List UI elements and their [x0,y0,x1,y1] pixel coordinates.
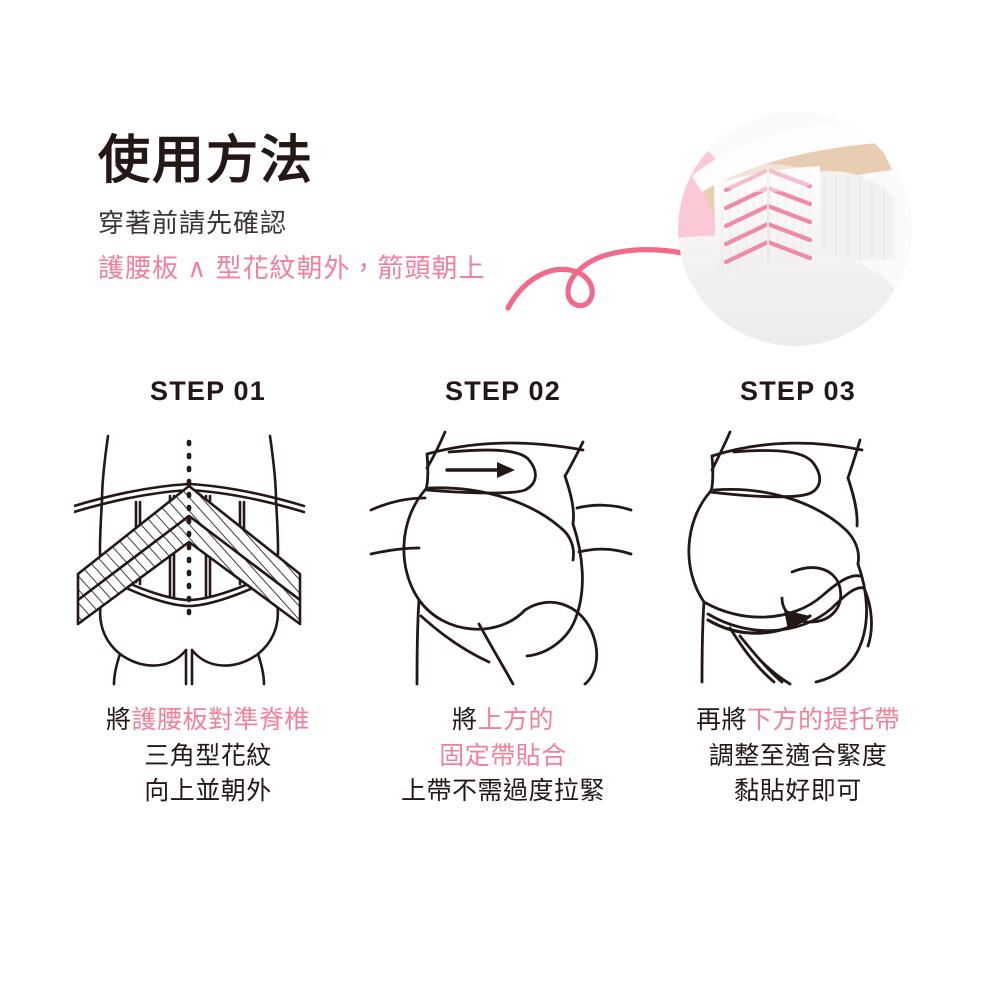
caption-line-1: 將上方的 [401,703,605,739]
caption-line-3: 上帶不需過度拉緊 [401,774,605,810]
caption-text: 調整至適合緊度 [708,741,888,770]
step-01-label: STEP 01 [150,376,266,406]
caption-text: 上帶不需過度拉緊 [400,777,605,805]
step-02: STEP 02 [365,376,641,810]
side-view-lower-strap-icon [687,430,873,686]
caption-highlight: 護腰板對準脊椎 [131,706,311,734]
caption-line-2: 三角型花紋 [106,739,310,775]
curved-arrow-icon [706,610,812,635]
product-photo-illustration [678,112,912,346]
header-subtitle: 穿著前請先確認 [98,208,288,239]
mesh-texture [823,174,885,260]
page-title: 使用方法 [98,132,315,190]
right-arrow-icon [445,462,515,478]
caption-line-2: 固定帶貼合 [401,739,605,775]
product-closeup-photo [678,112,912,346]
header-block: 使用方法 穿著前請先確認 護腰板 ∧ 型花紋朝外，箭頭朝上 [98,132,568,288]
back-view-belt-alignment-icon [74,434,306,686]
caption-text: 將 [451,706,478,734]
caption-text: 將 [105,706,132,734]
caption-line-3: 向上並朝外 [106,774,310,810]
step-02-caption: 將上方的 固定帶貼合 上帶不需過度拉緊 [401,703,605,810]
step-02-label: STEP 02 [445,376,561,406]
upper-garment [692,118,894,192]
step-03-figure [660,421,936,689]
caption-highlight: 上方的 [477,706,554,734]
step-02-figure [365,421,641,689]
caption-highlight: 固定帶貼合 [439,741,567,770]
caption-line-3: 黏貼好即可 [696,774,900,810]
caption-line-1: 再將下方的提托帶 [696,703,900,739]
step-01: STEP 01 [70,376,346,810]
caption-line-2: 調整至適合緊度 [696,739,900,775]
side-view-upper-strap-icon [369,430,633,686]
caption-text: 三角型花紋 [144,741,272,770]
header-highlight: 護腰板 ∧ 型花紋朝外，箭頭朝上 [98,253,486,284]
step-03-label: STEP 03 [740,376,856,406]
photo-highlight [710,164,818,192]
caption-text: 向上並朝外 [144,777,272,805]
step-01-caption: 將護腰板對準脊椎 三角型花紋 向上並朝外 [106,703,310,810]
step-03: STEP 03 [660,376,936,810]
steps-row: STEP 01 [70,376,936,810]
caption-text: 再將 [695,706,747,734]
caption-highlight: 下方的提托帶 [747,706,901,734]
caption-text: 黏貼好即可 [734,777,862,805]
mesh-side-panel [814,171,894,261]
caption-line-1: 將護腰板對準脊椎 [106,703,310,739]
step-01-figure [70,421,346,689]
step-03-caption: 再將下方的提托帶 調整至適合緊度 黏貼好即可 [696,703,900,810]
